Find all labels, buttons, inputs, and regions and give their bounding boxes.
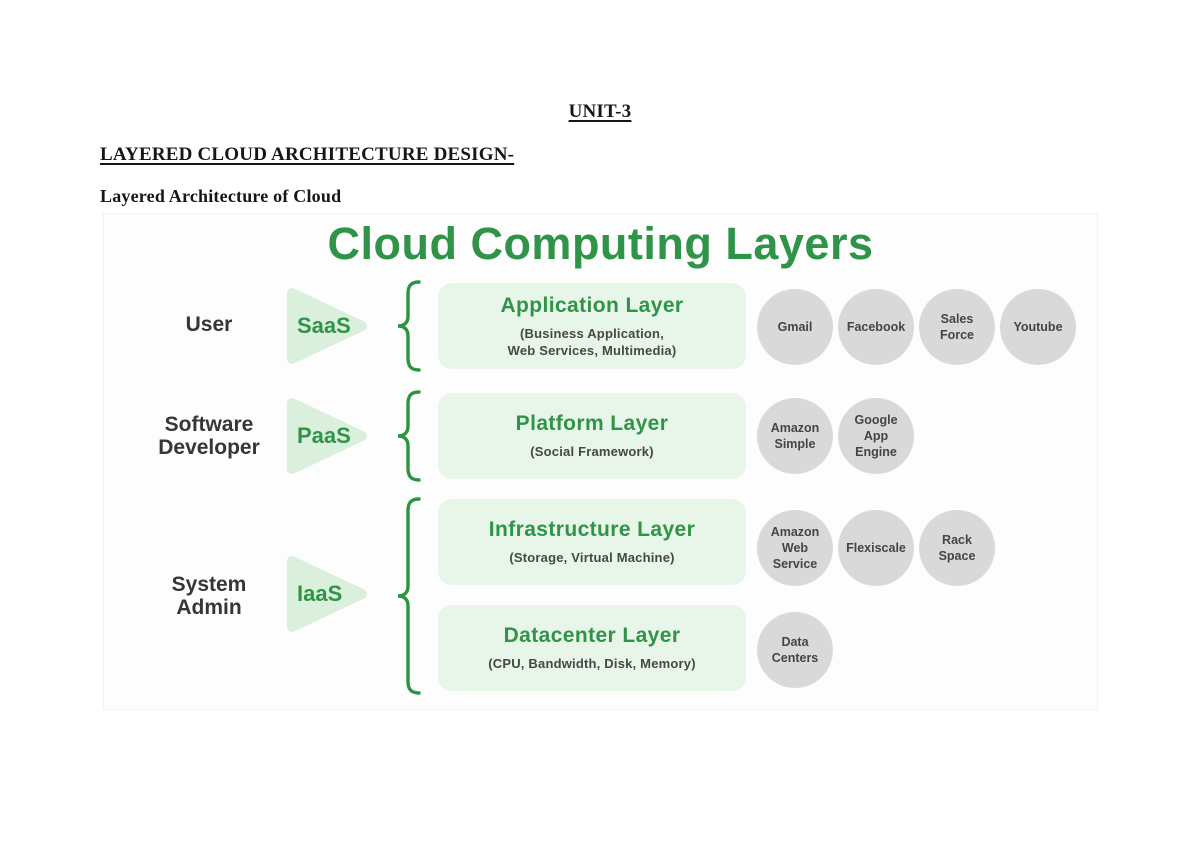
- example-sales-force: Sales Force: [919, 289, 995, 365]
- layer-title: Infrastructure Layer: [488, 518, 696, 541]
- layer-box-infrastructure: Infrastructure Layer (Storage, Virtual M…: [438, 499, 746, 585]
- role-label-software-developer: Software Developer: [158, 413, 260, 459]
- iaas-brace: [394, 497, 421, 695]
- sub-heading: Layered Architecture of Cloud: [100, 186, 342, 206]
- layer-subtitle: (Social Framework): [530, 444, 654, 459]
- layer-subtitle: (Storage, Virtual Machine): [509, 550, 675, 565]
- example-facebook: Facebook: [838, 289, 914, 365]
- example-amazon-web-service: Amazon Web Service: [757, 510, 833, 586]
- role-label-system-admin: System Admin: [171, 573, 247, 619]
- layer-box-application: Application Layer (Business Application,…: [438, 283, 746, 369]
- role-label-user: User: [185, 313, 233, 336]
- layer-title: Datacenter Layer: [503, 624, 681, 647]
- triangle-icon: [287, 556, 367, 632]
- curly-brace-icon: [397, 280, 421, 372]
- triangle-icon: [287, 398, 367, 474]
- iaas-triangle: IaaS: [286, 552, 371, 636]
- layer-title: Application Layer: [500, 293, 684, 317]
- paas-label: PaaS: [297, 423, 351, 448]
- main-heading: LAYERED CLOUD ARCHITECTURE DESIGN-: [100, 144, 515, 165]
- example-youtube: Youtube: [1000, 289, 1076, 365]
- diagram-title: Cloud Computing Layers: [327, 218, 874, 269]
- paas-brace: [394, 390, 421, 482]
- iaas-label: IaaS: [297, 581, 343, 606]
- unit-heading: UNIT-3: [568, 101, 632, 122]
- example-google-app-engine: Google App Engine: [838, 398, 914, 474]
- curly-brace-icon: [397, 497, 421, 695]
- layer-title: Platform Layer: [515, 412, 669, 435]
- cloud-layers-diagram: Cloud Computing Layers User Software Dev…: [103, 213, 1098, 710]
- saas-triangle: SaaS: [286, 284, 371, 368]
- saas-label: SaaS: [297, 313, 351, 338]
- paas-triangle: PaaS: [286, 394, 371, 478]
- example-flexiscale: Flexiscale: [838, 510, 914, 586]
- saas-brace: [394, 280, 421, 372]
- example-gmail: Gmail: [757, 289, 833, 365]
- curly-brace-icon: [397, 390, 421, 482]
- layer-box-platform: Platform Layer (Social Framework): [438, 393, 746, 479]
- example-rack-space: Rack Space: [919, 510, 995, 586]
- triangle-icon: [287, 288, 367, 364]
- layer-box-datacenter: Datacenter Layer (CPU, Bandwidth, Disk, …: [438, 605, 746, 691]
- example-amazon-simple: Amazon Simple: [757, 398, 833, 474]
- example-data-centers: Data Centers: [757, 612, 833, 688]
- layer-subtitle: (Business Application, Web Services, Mul…: [507, 325, 677, 358]
- layer-subtitle: (CPU, Bandwidth, Disk, Memory): [488, 656, 696, 671]
